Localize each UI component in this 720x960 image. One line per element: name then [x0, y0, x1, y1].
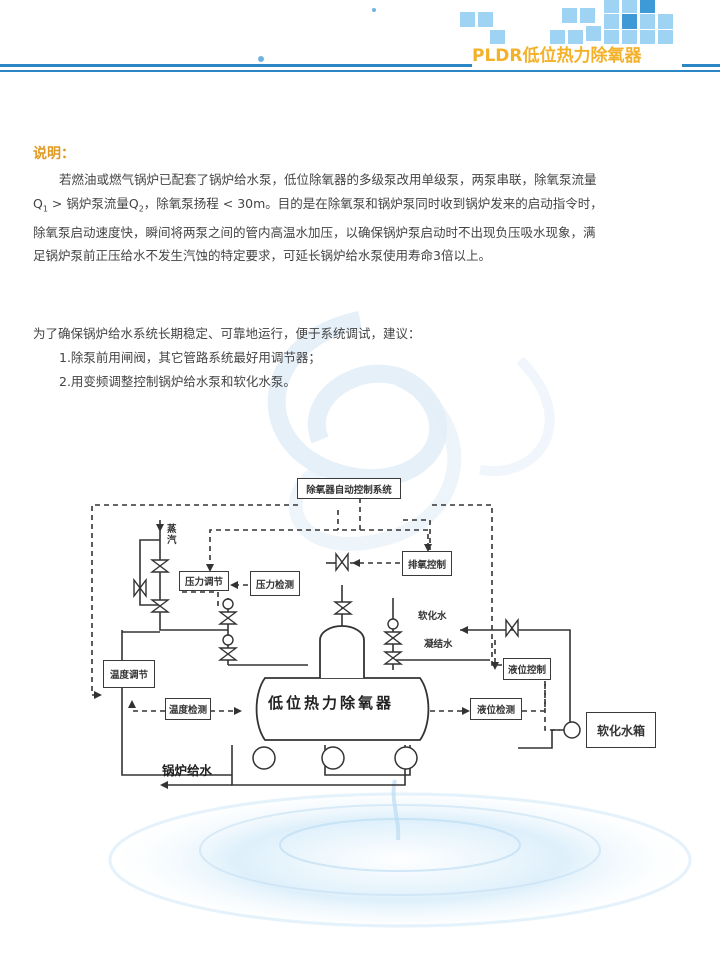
- section-label: 说明：: [33, 146, 75, 162]
- deco-square: [640, 14, 655, 29]
- deco-square: [580, 8, 595, 23]
- deaerator-tank-label: 低位热力除氧器: [268, 694, 395, 712]
- deco-square: [640, 30, 655, 45]
- deco-square: [658, 14, 673, 29]
- level-detect-box: 液位检测: [470, 698, 522, 720]
- temp-detect-box: 温度检测: [165, 698, 211, 720]
- deco-square: [622, 14, 637, 29]
- advice-item: 1.除泵前用闸阀，其它管路系统最好用调节器；: [59, 350, 321, 365]
- advice-intro: 为了确保锅炉给水系统长期稳定、可靠地运行，便于系统调试，建议：: [33, 326, 421, 341]
- paragraph-line: Q1 > 锅炉泵流量Q2，除氧泵扬程 < 30m。目的是在除氧泵和锅炉泵同时收到…: [33, 192, 673, 221]
- deco-square: [568, 30, 583, 45]
- deco-square: [622, 0, 637, 13]
- deco-square: [460, 12, 475, 27]
- pressure-regulator-box: 压力调节: [179, 571, 229, 591]
- condensate-label: 凝结水: [424, 639, 453, 650]
- deco-square: [604, 14, 619, 29]
- boiler-feed-label: 锅炉给水: [162, 763, 213, 778]
- deco-dot: [258, 56, 264, 62]
- deco-square: [604, 0, 619, 13]
- header-rule: [0, 70, 720, 72]
- vent-control-box: 排氧控制: [402, 551, 452, 576]
- subscript: 2: [138, 204, 144, 213]
- deco-square: [586, 26, 601, 41]
- softened-water-label: 软化水: [418, 611, 447, 622]
- paragraph-line: 若燃油或燃气锅炉已配套了锅炉给水泵，低位除氧器的多级泵改用单级泵，两泵串联，除氧…: [59, 172, 597, 187]
- deco-square: [562, 8, 577, 23]
- deco-square: [622, 30, 637, 45]
- text-run: Q: [33, 195, 43, 211]
- description-paragraph: 若燃油或燃气锅炉已配套了锅炉给水泵，低位除氧器的多级泵改用单级泵，两泵串联，除氧…: [33, 168, 673, 268]
- level-control-box: 液位控制: [503, 658, 551, 680]
- deco-square: [604, 30, 619, 45]
- page-title: PLDR低位热力除氧器: [472, 44, 682, 68]
- deco-square: [658, 30, 673, 45]
- advice-item: 2.用变频调整控制锅炉给水泵和软化水泵。: [59, 374, 296, 389]
- subscript: 1: [42, 204, 48, 213]
- header-rule: [0, 64, 720, 67]
- control-system-box: 除氧器自动控制系统: [297, 478, 401, 499]
- text-run: ，除氧泵扬程 < 30m。目的是在除氧泵和锅炉泵同时收到锅炉发来的启动指令时，: [143, 195, 603, 211]
- paragraph-line: 足锅炉泵前正压给水不发生汽蚀的特定要求，可延长锅炉给水泵使用寿命3倍以上。: [33, 248, 491, 263]
- deco-dot: [372, 8, 376, 12]
- paragraph-line: 除氧泵启动速度快，瞬间将两泵之间的管内高温水加压，以确保锅炉泵启动时不出现负压吸…: [33, 224, 596, 240]
- steam-label: 蒸汽: [167, 524, 177, 546]
- pressure-detect-box: 压力检测: [250, 571, 300, 596]
- advice-list: 为了确保锅炉给水系统长期稳定、可靠地运行，便于系统调试，建议： 1.除泵前用闸阀…: [33, 322, 673, 394]
- deco-square: [640, 0, 655, 13]
- soft-water-tank-box: 软化水箱: [586, 712, 656, 748]
- deco-square: [490, 30, 505, 45]
- temp-regulator-box: 温度调节: [103, 660, 155, 688]
- text-run: > 锅炉泵流量Q: [47, 195, 139, 211]
- deco-square: [550, 30, 565, 45]
- deco-square: [478, 12, 493, 27]
